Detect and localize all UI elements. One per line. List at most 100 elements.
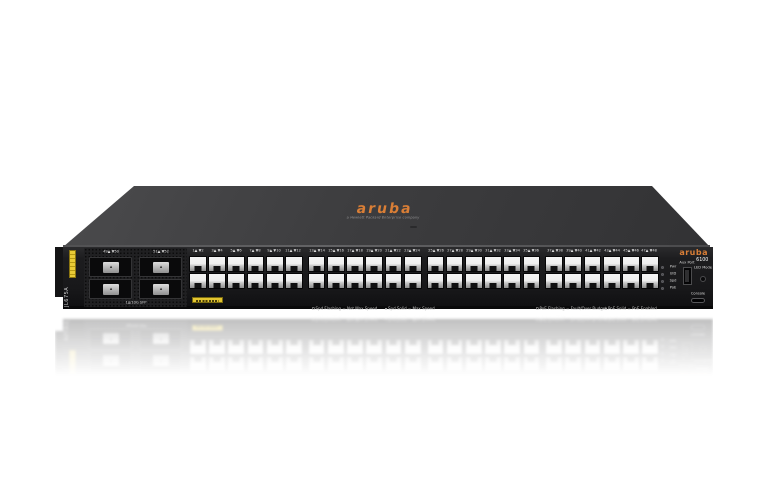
- port-label: 45▲ ▼46: [622, 248, 639, 253]
- rj45-port: [503, 256, 522, 272]
- rj45-port: [564, 273, 583, 289]
- rj45-port: [503, 273, 522, 289]
- led-row: PoE: [661, 285, 681, 292]
- legend-item: PoE Flashing = Fault/Over Budget: [536, 296, 678, 311]
- legend-strip: Spd Flashing = Not Max Speed Spd Solid =…: [189, 296, 713, 311]
- rj45-port: [384, 273, 403, 289]
- port-label: 21▲ ▼22: [385, 248, 401, 253]
- rj45-port: [326, 273, 345, 289]
- rj45-port: [227, 256, 246, 272]
- spd-led-icon: [661, 280, 664, 283]
- rj45-port: [384, 256, 403, 272]
- port-label: 29▲ ▼30: [465, 248, 482, 253]
- sfp-cage-icon: [89, 257, 132, 277]
- sfp-latch-icon: [152, 262, 169, 273]
- sfp-latch-icon: [102, 262, 119, 273]
- port-label: 43▲ ▼44: [603, 248, 620, 253]
- port-label: 27▲ ▼28: [446, 248, 463, 253]
- port-label: 37▲ ▼38: [546, 248, 563, 253]
- warning-sticker: [192, 297, 223, 303]
- poe-led-icon: [661, 287, 664, 290]
- legend-item: PoE Solid = PoE Enabled: [605, 296, 709, 311]
- warning-sticker-vertical: [69, 250, 76, 278]
- rj45-port: [484, 256, 502, 272]
- usb-a-port-icon: [682, 267, 692, 285]
- rj45-port: [265, 256, 284, 272]
- rj45-port: [564, 256, 583, 272]
- rj45-port: [583, 256, 602, 272]
- legend-item: Spd Flashing = Not Max Speed: [312, 296, 443, 311]
- sfp-latch-icon: [152, 284, 169, 295]
- rj45-port: [464, 273, 483, 289]
- led-row: Pwr: [661, 264, 681, 271]
- port-label: 17▲ ▼18: [347, 248, 364, 253]
- rj45-port: [346, 256, 364, 272]
- rj45-port: [426, 256, 445, 272]
- rj45-port: [227, 273, 246, 289]
- port-label: 7▲ ▼8: [249, 248, 261, 253]
- rj45-port: [326, 256, 345, 272]
- sfp-group-51-52: 51▲ ▼52: [137, 250, 184, 301]
- rj45-port: [622, 273, 640, 289]
- port-label: 1▲ ▼2: [192, 248, 205, 253]
- rj45-port: [246, 256, 265, 272]
- rj45-port: [426, 273, 445, 289]
- rj45-port: [641, 273, 659, 289]
- port-label: 23▲ ▼24: [404, 248, 420, 253]
- model-number: 6100: [695, 257, 708, 263]
- rj45-port: [622, 256, 640, 272]
- rj45-port: [445, 256, 464, 272]
- console-label: Console: [690, 291, 706, 296]
- rj45-port: [189, 273, 207, 289]
- switch-top-face: aruba a Hewlett Packard Enterprise compa…: [63, 186, 710, 247]
- status-led-column: Pwr UID Spd PoE: [661, 264, 681, 292]
- rj45-port: [307, 256, 326, 272]
- rj45-port: [464, 256, 483, 272]
- rj45-port: [484, 273, 502, 289]
- poe-solid-icon: [605, 307, 607, 310]
- rj45-port: [208, 256, 226, 272]
- led-mode-button-icon: [700, 276, 706, 282]
- led-mode-label: LED Mode: [693, 265, 713, 270]
- led-row: UID: [661, 271, 681, 278]
- front-bevel-edge: [63, 245, 710, 247]
- sku-label: JL675A: [64, 286, 70, 307]
- sfp-port-label: 51▲ ▼52: [152, 249, 169, 254]
- usb-c-console-port-icon: [691, 298, 705, 303]
- uid-led-icon: [661, 273, 664, 276]
- sfp-group-49-50: 49▲ ▼50: [87, 250, 134, 301]
- rj45-port: [307, 273, 326, 289]
- spd-solid-icon: [385, 307, 387, 310]
- port-label: 11▲ ▼12: [285, 248, 302, 253]
- top-vent-hole: [410, 226, 417, 228]
- pwr-led-icon: [661, 266, 664, 269]
- aruba-wordmark-small: aruba: [679, 248, 708, 257]
- port-label: 19▲ ▼20: [366, 248, 383, 253]
- sfp-caption: 1g/10G SFP: [125, 300, 146, 305]
- sfp-cage-icon: [139, 257, 182, 277]
- port-label: 25▲ ▼26: [428, 248, 444, 253]
- port-label: 15▲ ▼16: [328, 248, 345, 253]
- rj45-port: [403, 256, 422, 272]
- left-side-face: [55, 247, 64, 297]
- rj45-port: [545, 273, 563, 289]
- sfp-uplink-section: 49▲ ▼50 51▲ ▼52 1g/10G SFP: [84, 248, 187, 307]
- led-mode-group: LED Mode: [693, 265, 713, 282]
- rj45-port: [285, 273, 303, 289]
- rj45-port: [346, 273, 364, 289]
- rj45-port: [602, 256, 621, 272]
- aux-port-group: Aux Port: [679, 261, 695, 285]
- port-label: 33▲ ▼34: [503, 248, 520, 253]
- aruba-logo: aruba a Hewlett Packard Enterprise compa…: [329, 201, 438, 222]
- rj45-port: [365, 256, 384, 272]
- rj45-port: [602, 273, 621, 289]
- switch-front-face: JL675A 49▲ ▼50 51▲ ▼52 1g/10G SFP 1▲: [63, 247, 713, 311]
- rj45-port: [522, 256, 541, 272]
- sfp-cage-icon: [89, 279, 132, 299]
